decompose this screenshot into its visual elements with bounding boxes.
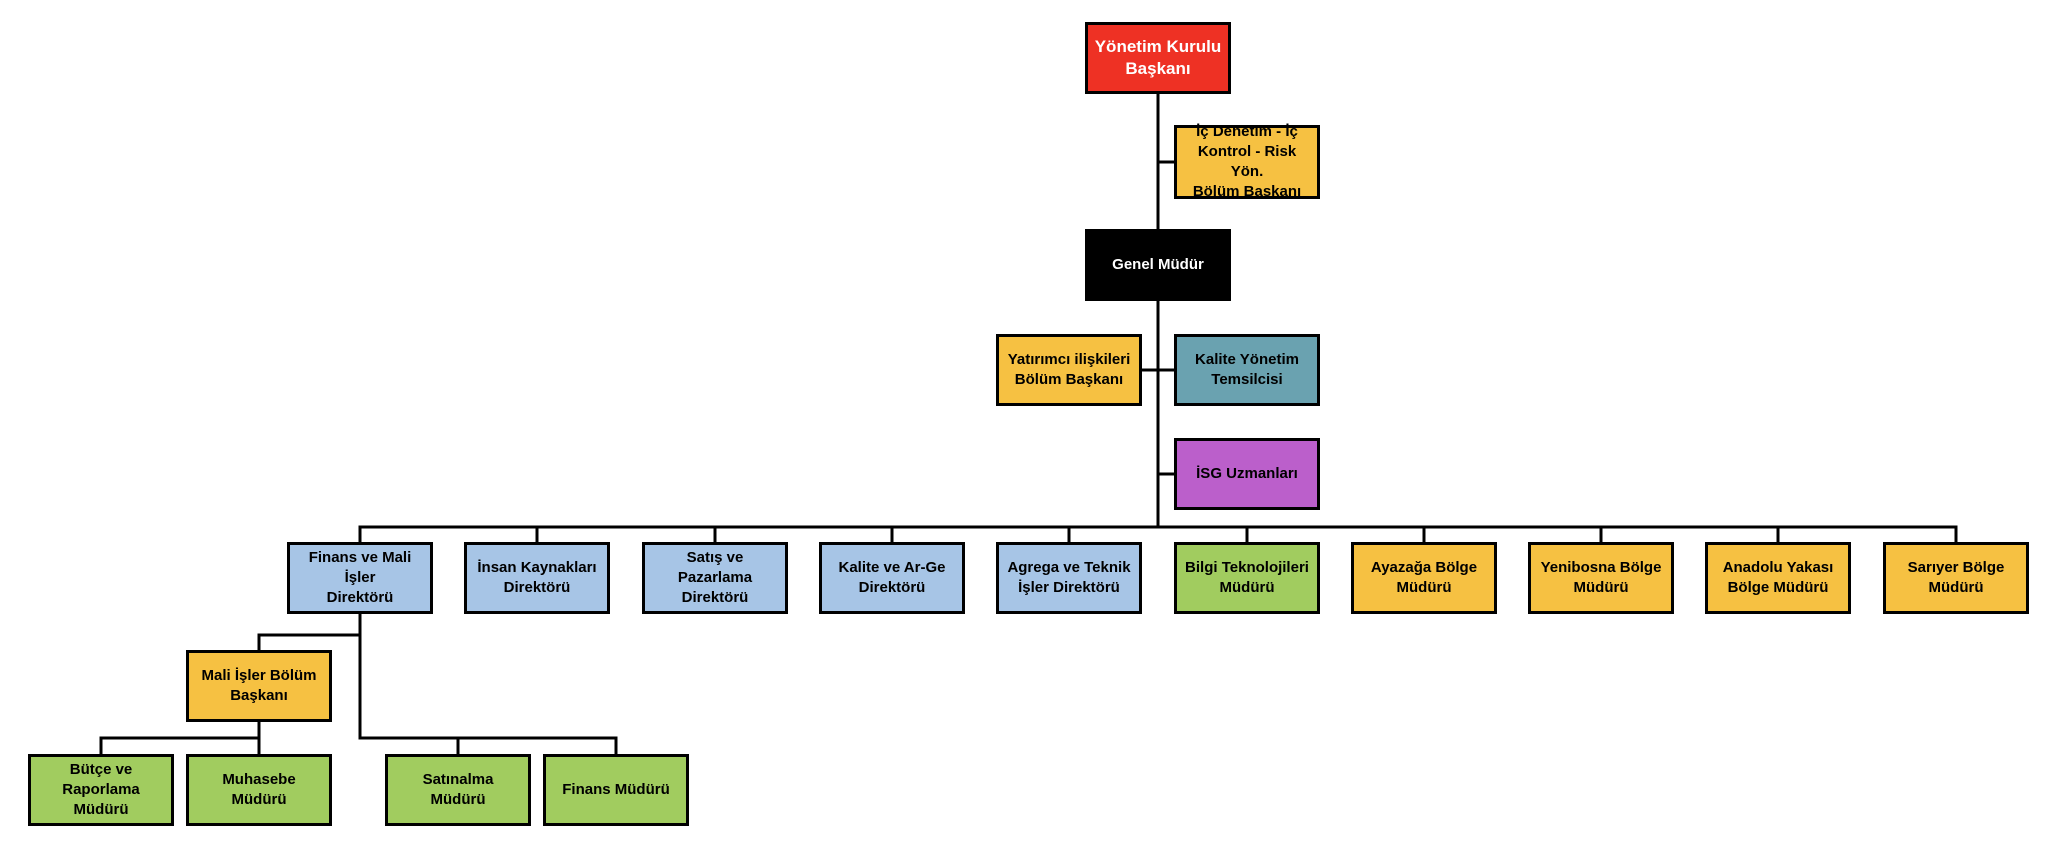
- node-quality-rd-director: Kalite ve Ar-Ge Direktörü: [819, 542, 965, 614]
- node-purchasing-manager: Satınalma Müdürü: [385, 754, 531, 826]
- node-general-manager: Genel Müdür: [1085, 229, 1231, 301]
- node-ohs: İSG Uzmanları: [1174, 438, 1320, 510]
- node-internal-audit: İç Denetim - İç Kontrol - Risk Yön. Bölü…: [1174, 123, 1320, 200]
- node-ayazaga-manager: Ayazağa Bölge Müdürü: [1351, 542, 1497, 614]
- node-finance-director: Finans ve Mali İşler Direktörü: [287, 542, 433, 614]
- node-hr-director: İnsan Kaynakları Direktörü: [464, 542, 610, 614]
- node-budget-manager: Bütçe ve Raporlama Müdürü: [28, 754, 174, 826]
- node-sales-director: Satış ve Pazarlama Direktörü: [642, 542, 788, 614]
- node-accounting-manager: Muhasebe Müdürü: [186, 754, 332, 826]
- node-sariyer-manager: Sarıyer Bölge Müdürü: [1883, 542, 2029, 614]
- node-anadolu-manager: Anadolu Yakası Bölge Müdürü: [1705, 542, 1851, 614]
- node-it-manager: Bilgi Teknolojileri Müdürü: [1174, 542, 1320, 614]
- node-yenibosna-manager: Yenibosna Bölge Müdürü: [1528, 542, 1674, 614]
- node-finance-manager: Finans Müdürü: [543, 754, 689, 826]
- node-aggregate-director: Agrega ve Teknik İşler Direktörü: [996, 542, 1142, 614]
- node-financial-affairs-head: Mali İşler Bölüm Başkanı: [186, 650, 332, 722]
- node-quality-rep: Kalite Yönetim Temsilcisi: [1174, 334, 1320, 406]
- node-chairman: Yönetim Kurulu Başkanı: [1085, 22, 1231, 94]
- node-investor-relations: Yatırımcı ilişkileri Bölüm Başkanı: [996, 334, 1142, 406]
